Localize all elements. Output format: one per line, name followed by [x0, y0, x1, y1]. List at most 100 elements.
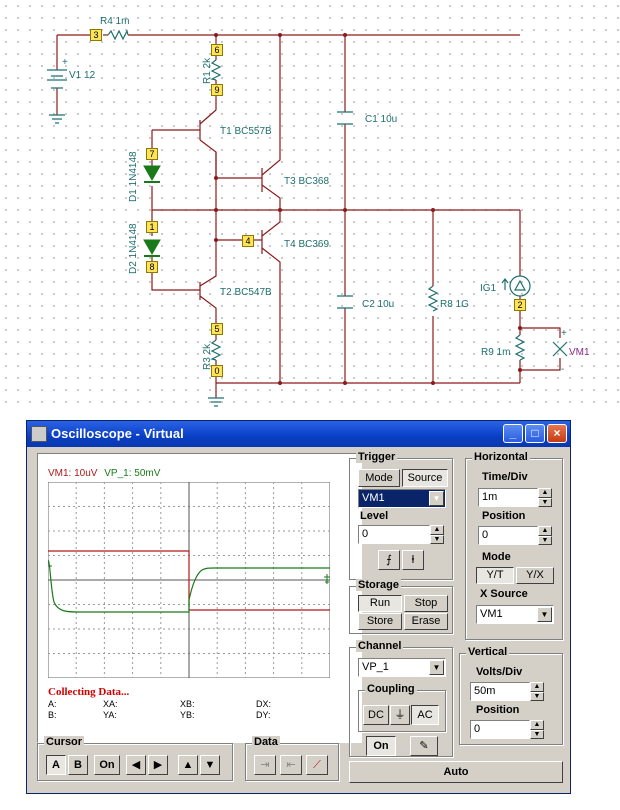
r8-label: R8 1G [440, 299, 469, 310]
trigger-level-label: Level [360, 510, 389, 522]
r4-label: R4 1m [100, 16, 129, 27]
vm1-label: VM1 [569, 347, 590, 358]
channel-on-button[interactable]: On [366, 736, 396, 756]
falling-edge-button[interactable]: ⱡ [402, 550, 424, 570]
stop-button[interactable]: Stop [404, 595, 448, 612]
r9-label: R9 1m [481, 347, 510, 358]
cursor-up-button[interactable]: ▲ [178, 755, 198, 775]
trigger-level-field[interactable]: 0 [358, 525, 430, 544]
node-1[interactable]: 1 [146, 221, 158, 233]
trigger-source-button[interactable]: Source [402, 469, 448, 487]
vertical-group: Vertical Volts/Div 50m ▲▼ Position 0 ▲▼ [459, 646, 563, 745]
chevron-down-icon[interactable]: ▼ [429, 660, 444, 675]
r3-label: R3 2k [202, 343, 213, 370]
cursor-on-button[interactable]: On [94, 755, 120, 775]
cursor-right-button[interactable]: ▶ [148, 755, 168, 775]
readout-yb: YB: [180, 710, 195, 720]
cursor-b-button[interactable]: B [68, 755, 88, 775]
import-icon: ⇥ [260, 759, 270, 771]
timediv-spinner[interactable]: ▲▼ [538, 488, 552, 507]
trigger-marker-icon [324, 574, 330, 584]
trigger-mode-button[interactable]: Mode [358, 469, 400, 487]
run-button[interactable]: Run [358, 595, 402, 612]
mode-label: Mode [482, 551, 511, 563]
c2-label: C2 10u [362, 299, 394, 310]
yt-button[interactable]: Y/T [476, 567, 514, 584]
storage-group: Storage Run Stop Store Erase [349, 579, 453, 634]
dc-button[interactable]: DC [363, 705, 389, 725]
node-0[interactable]: 0 [211, 365, 223, 377]
readout-xb: XB: [180, 699, 195, 709]
v1-plus: + [62, 57, 68, 68]
erase-button[interactable]: Erase [404, 613, 448, 630]
chevron-down-icon[interactable]: ▼ [429, 491, 444, 506]
node-4[interactable]: 4 [242, 235, 254, 247]
horizontal-title: Horizontal [472, 451, 530, 463]
hpos-label: Position [482, 510, 526, 522]
ac-button[interactable]: AC [411, 705, 439, 725]
schematic-canvas[interactable]: R4 1m V1 12 + R1 2k T1 BC557B C1 10u D1 … [0, 0, 620, 410]
node-9[interactable]: 9 [211, 84, 223, 96]
scope-display[interactable]: VM1: 10uV VP_1: 50mV Collecting Data... … [37, 453, 362, 743]
cursor-left-button[interactable]: ◀ [126, 755, 146, 775]
voltsdiv-field[interactable]: 50m [470, 682, 530, 701]
export-button[interactable]: ⇤ [280, 755, 302, 775]
hpos-field[interactable]: 0 [478, 526, 538, 545]
close-button[interactable]: × [547, 424, 567, 443]
xsource-select[interactable]: VM1 ▼ [476, 605, 554, 624]
vpos-field[interactable]: 0 [470, 720, 530, 739]
node-6[interactable]: 6 [211, 44, 223, 56]
plot-button[interactable]: ⟋ [306, 755, 328, 775]
cursor-group: Cursor A B On ◀ ▶ ▲ ▼ [37, 736, 233, 781]
probe-color-button[interactable]: ✎ [410, 736, 438, 756]
yx-button[interactable]: Y/X [516, 567, 554, 584]
vpos-spinner[interactable]: ▲▼ [530, 720, 544, 739]
node-3[interactable]: 3 [90, 29, 102, 41]
triangle-left-icon: ◀ [131, 759, 141, 771]
oscilloscope-window: Oscilloscope - Virtual _ □ × VM1: 10uV V… [26, 420, 571, 794]
vm1-minus: - [561, 364, 564, 375]
rising-edge-button[interactable]: ⨍ [378, 550, 400, 570]
readout-a: A: [48, 699, 57, 709]
t2-label: T2 BC547B [220, 287, 272, 298]
store-button[interactable]: Store [358, 613, 402, 630]
trigger-source-value: VM1 [362, 492, 385, 504]
title-bar[interactable]: Oscilloscope - Virtual _ □ × [27, 421, 570, 447]
trace-vp1 [48, 559, 330, 613]
node-8[interactable]: 8 [146, 261, 158, 273]
d1-label: D1 1N4148 [128, 151, 139, 202]
channel-value: VP_1 [362, 661, 389, 673]
trace-vm1 [48, 550, 330, 611]
status-text: Collecting Data... [48, 686, 130, 698]
timediv-field[interactable]: 1m [478, 488, 538, 507]
hpos-spinner[interactable]: ▲▼ [538, 526, 552, 545]
t1-label: T1 BC557B [220, 126, 272, 137]
cursor-down-button[interactable]: ▼ [200, 755, 220, 775]
channel-title: Channel [356, 640, 404, 652]
node-5[interactable]: 5 [211, 323, 223, 335]
minimize-button[interactable]: _ [503, 424, 523, 443]
vpos-label: Position [476, 704, 520, 716]
readout-dy: DY: [256, 710, 271, 720]
ground-button[interactable]: ⏚ [390, 705, 410, 725]
storage-title: Storage [356, 579, 401, 591]
ground-icon: ⏚ [394, 709, 406, 721]
horizontal-group: Horizontal Time/Div 1m ▲▼ Position 0 ▲▼ … [465, 451, 563, 640]
chevron-down-icon[interactable]: ▼ [537, 607, 552, 622]
maximize-button[interactable]: □ [525, 424, 545, 443]
export-icon: ⇤ [286, 759, 296, 771]
node-2[interactable]: 2 [514, 299, 526, 311]
voltsdiv-spinner[interactable]: ▲▼ [530, 682, 544, 701]
channel-select[interactable]: VP_1 ▼ [358, 658, 446, 677]
cursor-a-button[interactable]: A [46, 755, 66, 775]
import-button[interactable]: ⇥ [254, 755, 276, 775]
legend-vm1: VM1: 10uV [48, 468, 98, 479]
c1-label: C1 10u [365, 114, 397, 125]
scope-legend: VM1: 10uV VP_1: 50mV [48, 468, 160, 479]
trigger-source-select[interactable]: VM1 ▼ [358, 489, 446, 508]
triangle-up-icon: ▲ [182, 759, 194, 771]
auto-button[interactable]: Auto [349, 761, 563, 783]
window-title: Oscilloscope - Virtual [51, 426, 184, 441]
trigger-level-spinner[interactable]: ▲▼ [430, 525, 444, 544]
node-7[interactable]: 7 [146, 148, 158, 160]
